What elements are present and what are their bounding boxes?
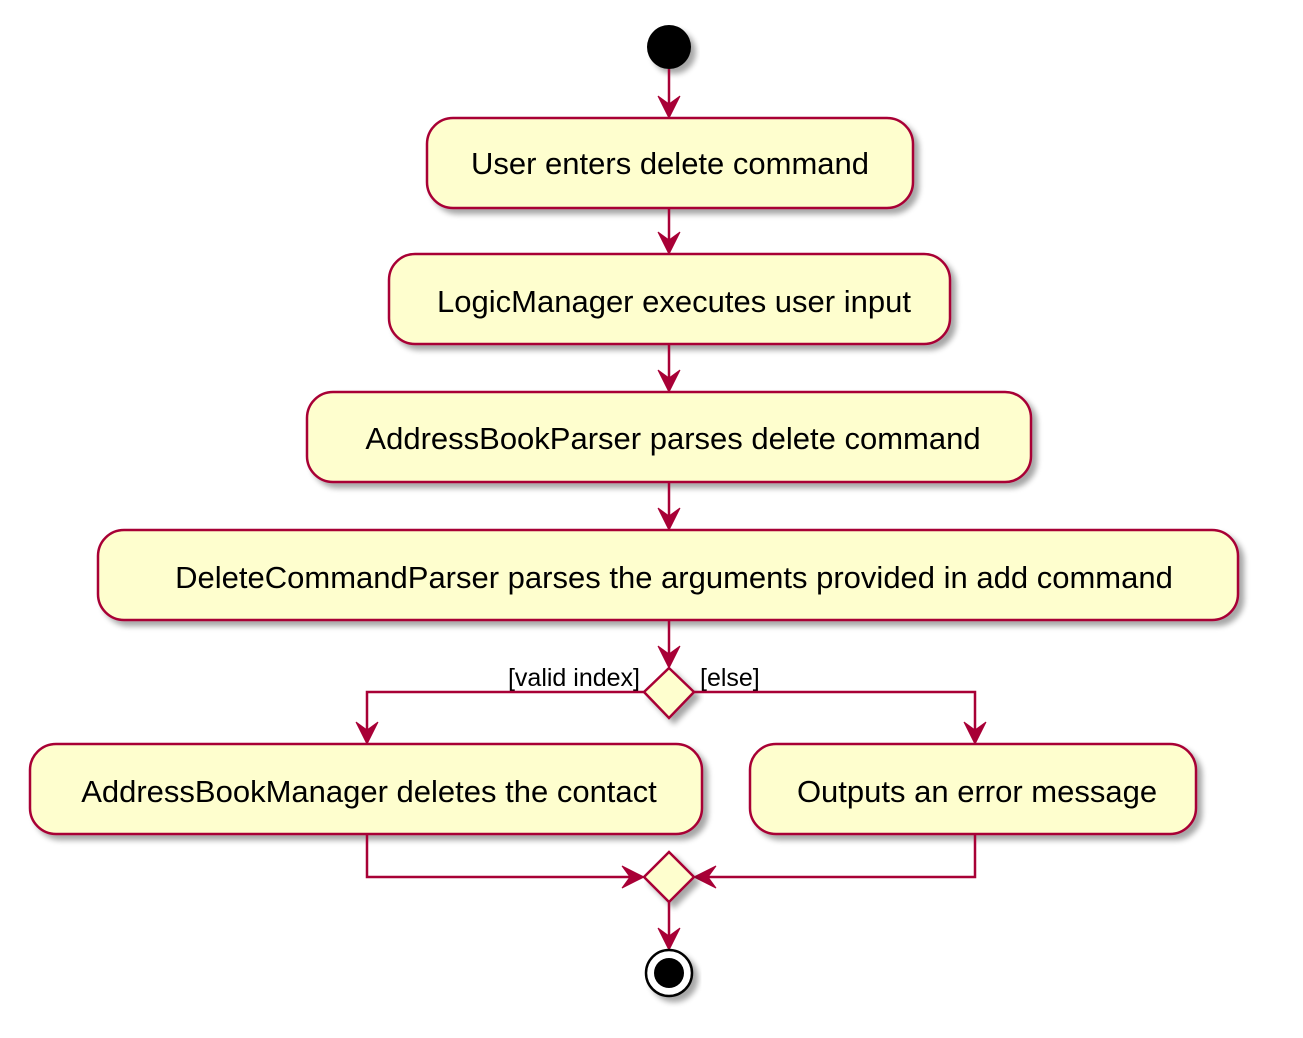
arrow-head [657,369,681,394]
activity-delete-contact: AddressBookManager deletes the contact [28,742,704,836]
guard-valid-index: [valid index] [508,664,640,692]
flow-decision-to-error-output [694,690,977,735]
end-node [644,948,694,998]
activity-label: LogicManager executes user input [437,284,911,319]
activity-address-book-parser: AddressBookParser parses delete command [305,390,1033,484]
arrow-head [692,865,717,889]
activity-user-enters-delete-command: User enters delete command [425,116,915,210]
arrow-head [657,507,681,532]
activity-logic-manager-executes: LogicManager executes user input [387,252,952,346]
activity-label: AddressBookManager deletes the contact [81,774,657,809]
start-node [647,25,691,69]
arrow-head [657,927,681,952]
arrow-head [657,231,681,256]
arrow-head [621,865,646,889]
flow-delete-contact-to-merge [365,834,636,879]
decision-diamond [642,666,696,720]
activity-delete-command-parser: DeleteCommandParser parses the arguments… [96,528,1240,622]
merge-diamond [642,850,696,904]
arrow-head [657,645,681,670]
flow-error-output-to-merge [702,834,977,879]
activity-label: User enters delete command [471,146,869,181]
arrow-head [657,95,681,120]
guard-else: [else] [700,664,760,692]
activity-error-output: Outputs an error message [748,742,1198,836]
arrow-head [355,721,379,746]
activity-label: Outputs an error message [797,774,1157,809]
arrow-head [963,721,987,746]
activity-label: DeleteCommandParser parses the arguments… [175,560,1173,595]
activity-label: AddressBookParser parses delete command [365,421,980,456]
flow-decision-to-delete-contact [365,690,644,735]
